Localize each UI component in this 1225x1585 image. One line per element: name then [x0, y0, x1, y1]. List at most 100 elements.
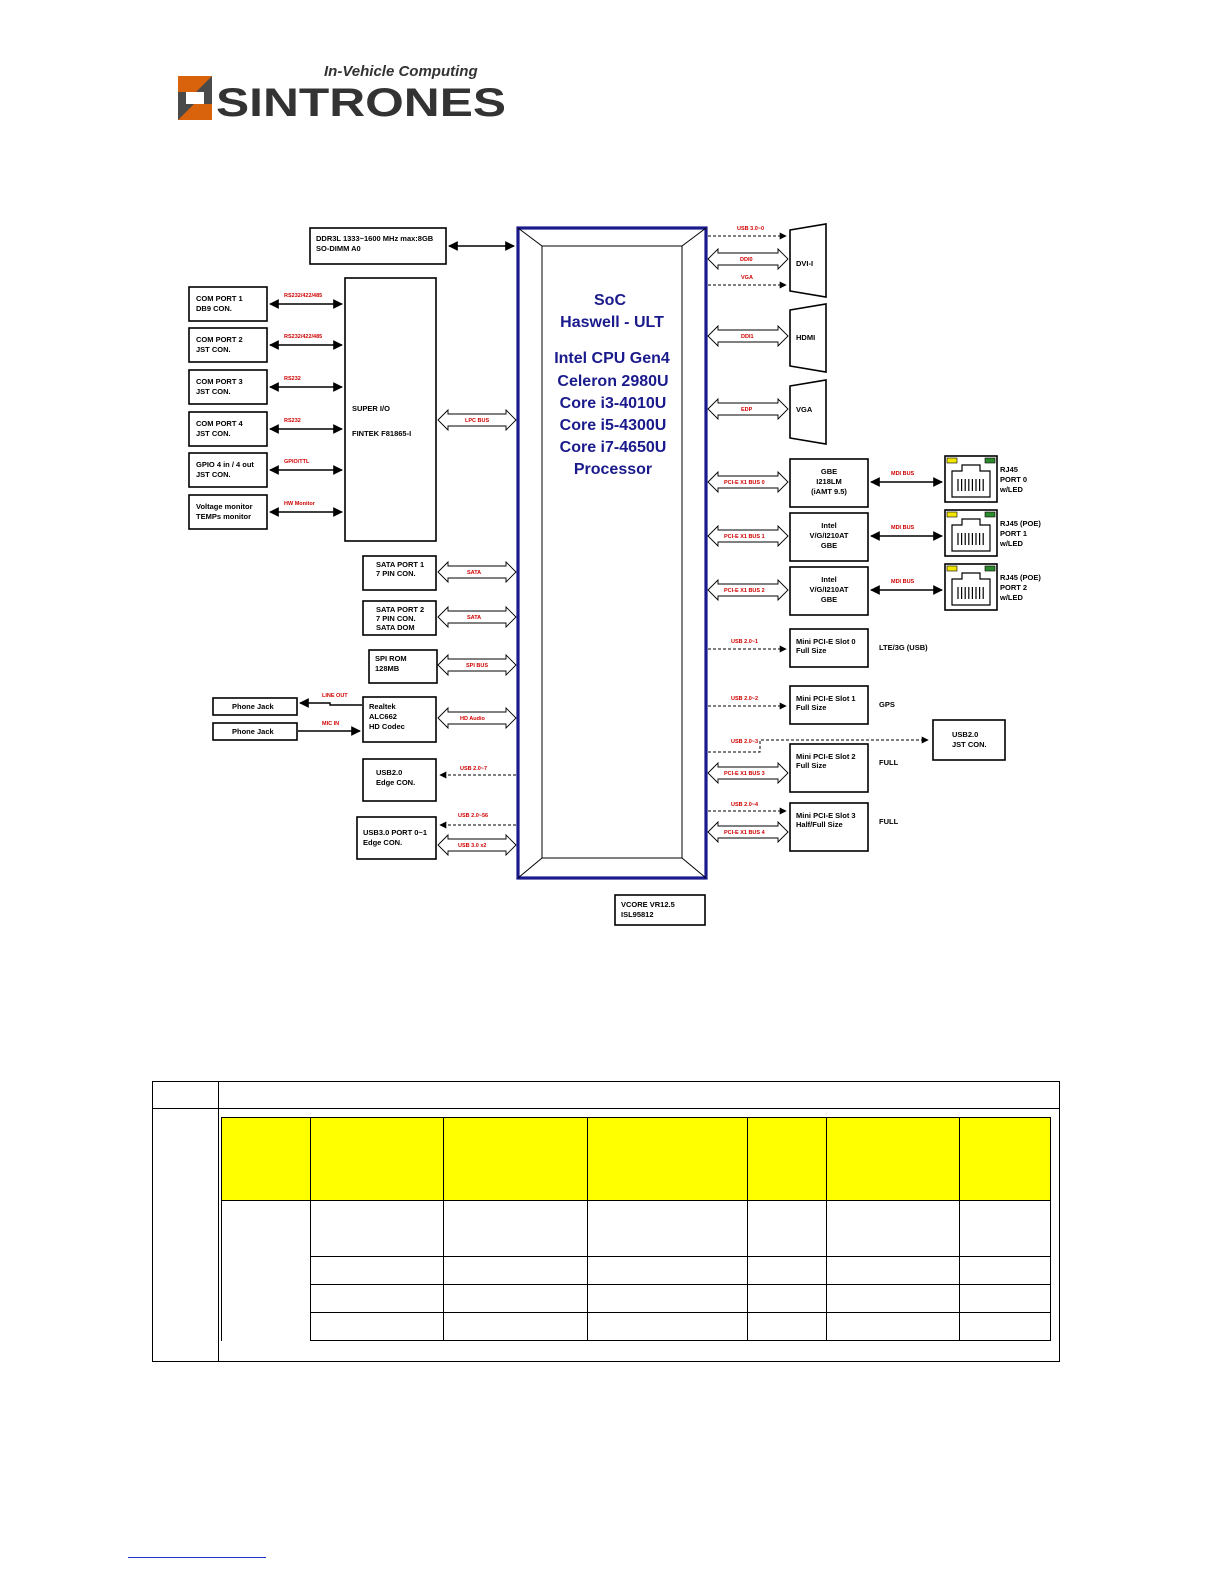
port-label: COM PORT 3	[196, 377, 243, 386]
block-diagram: SoC Haswell - ULT Intel CPU Gen4 Celeron…	[188, 223, 1041, 926]
rj45-label: w/LED	[999, 593, 1024, 602]
display-group: DVI-I USB 3.0~0 DDI0 VGA HDMI DDI1 VGA E…	[707, 223, 827, 445]
rj45-label: RJ45 (POE)	[1000, 519, 1041, 528]
vcore-label: ISL95812	[621, 910, 654, 919]
sata-label: SATA PORT 2	[376, 605, 424, 614]
spi-label: SPI ROM	[375, 654, 407, 663]
mdi-bus-label: MDI BUS	[891, 471, 915, 477]
table-cell	[587, 1312, 748, 1341]
rj45-label: RJ45	[1000, 465, 1018, 474]
lan-label: V/G/I210AT	[809, 531, 848, 540]
outer-cell	[152, 1108, 219, 1362]
sata-port: SATA PORT 17 PIN CON.SATA	[362, 555, 517, 591]
bus-arrow	[707, 820, 789, 844]
port-link-label: HW Monitor	[284, 501, 316, 507]
memory-block: DDR3L 1333~1600 MHz max:8GB SO-DIMM A0	[309, 227, 515, 265]
header-cell	[443, 1117, 589, 1201]
audio-label: HD Codec	[369, 722, 405, 731]
table-cell	[746, 1312, 827, 1341]
table-cell	[310, 1312, 445, 1341]
table-cell	[443, 1200, 589, 1257]
port-link-label: RS232	[284, 418, 301, 424]
sata-label: 7 PIN CON.	[376, 614, 416, 623]
spi-label: 128MB	[375, 664, 400, 673]
usb20-jst-label: USB2.0	[952, 730, 978, 739]
brand-mark-icon	[178, 76, 212, 120]
footer-link-underline[interactable]	[128, 1557, 266, 1558]
table-cell	[746, 1256, 827, 1285]
lan-label: (iAMT 9.5)	[811, 487, 847, 496]
table-cell	[958, 1200, 1052, 1257]
bus-arrow	[707, 470, 789, 494]
mdi-bus-label: MDI BUS	[891, 525, 915, 531]
header-cell	[310, 1117, 445, 1201]
table-cell	[958, 1284, 1052, 1313]
usb-link-label: USB 2.0~3	[731, 739, 758, 745]
slot-label: Full Size	[796, 761, 826, 770]
table-cell	[825, 1312, 960, 1341]
rj45-jack-icon	[944, 563, 998, 611]
mdi-bus-label: MDI BUS	[891, 579, 915, 585]
slot-side-label: GPS	[879, 700, 895, 709]
usb3-edge-label: Edge CON.	[363, 838, 402, 847]
lpc-bus-label: LPC BUS	[465, 418, 489, 424]
bus-arrow	[707, 524, 789, 548]
slot-label: Half/Full Size	[796, 820, 843, 829]
outer-cell	[218, 1081, 1060, 1109]
brand-logo: In-Vehicle Computing SINTRONES	[178, 63, 506, 125]
hdmi-label: HDMI	[796, 333, 815, 342]
table-cell	[443, 1256, 589, 1285]
outer-cell	[152, 1081, 219, 1109]
bus-arrow	[707, 578, 789, 602]
vcore-block: VCORE VR12.5 ISL95812	[614, 894, 706, 926]
usb-link-label: USB 2.0~2	[731, 696, 758, 702]
port-label: TEMPs monitor	[196, 512, 251, 521]
slot-label: Mini PCI-E Slot 3	[796, 811, 856, 820]
rj45-jack-icon	[944, 509, 998, 557]
usb-link-label: USB 2.0~1	[731, 639, 758, 645]
table-cell	[587, 1200, 748, 1257]
mic-in-label: MIC IN	[322, 721, 339, 727]
lan-label: GBE	[821, 595, 837, 604]
spec-inner-table	[220, 1117, 1052, 1341]
spec-table-frame	[152, 1081, 1060, 1362]
table-cell	[825, 1284, 960, 1313]
header-cell	[958, 1117, 1052, 1201]
outer-header-row	[152, 1081, 1060, 1109]
soc-block: SoC Haswell - ULT Intel CPU Gen4 Celeron…	[516, 226, 708, 880]
pcie-bus-label: PCI-E X1 BUS 3	[724, 771, 765, 777]
header-cell	[220, 1117, 312, 1201]
sata-bus-label: SATA	[467, 570, 481, 576]
phone-jack-label: Phone Jack	[232, 702, 275, 711]
rj45-label: w/LED	[999, 539, 1024, 548]
soc-subtitle: Haswell - ULT	[560, 314, 664, 331]
pcie-bus-label: PCI-E X1 BUS 4	[724, 830, 766, 836]
pcie-bus-label: PCI-E X1 BUS 1	[724, 534, 765, 540]
usb2-edge-block: USB2.0 Edge CON. USB 2.0~7	[362, 758, 516, 802]
phone-jack-label: Phone Jack	[232, 727, 275, 736]
usb-link-label: USB 2.0~4	[731, 802, 759, 808]
super-io-block: SUPER I/O FINTEK F81865-I LPC BUS	[344, 277, 517, 542]
spec-outer-table	[152, 1081, 1060, 1362]
brand-tagline: In-Vehicle Computing	[324, 63, 478, 80]
header-cell	[746, 1117, 827, 1201]
rj45-label: RJ45 (POE)	[1000, 573, 1041, 582]
audio-label: ALC662	[369, 712, 397, 721]
lan-label: V/G/I210AT	[809, 585, 848, 594]
rj45-label: w/LED	[999, 485, 1024, 494]
soc-cpu-line: Core i7-4650U	[560, 439, 667, 456]
inner-header-row	[220, 1117, 1052, 1201]
slot-label: Full Size	[796, 646, 826, 655]
pcie-bus-label: PCI-E X1 BUS 2	[724, 588, 765, 594]
port-label: COM PORT 4	[196, 419, 243, 428]
lan-label: Intel	[821, 575, 836, 584]
slot-label: Full Size	[796, 703, 826, 712]
